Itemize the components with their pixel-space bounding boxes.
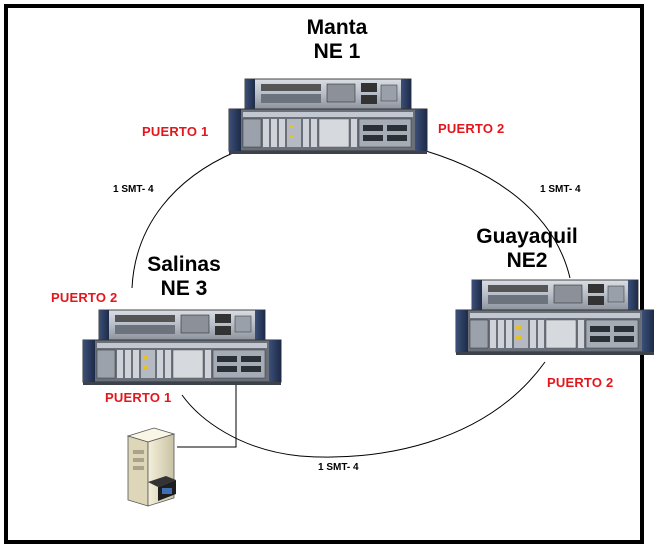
ne1-name: NE 1 (313, 40, 361, 63)
ne3-city: Salinas (147, 253, 221, 276)
ne3-name: NE 3 (160, 277, 208, 300)
link-ne1-ne2 (411, 146, 571, 279)
ne2-name: NE2 (506, 249, 548, 272)
network-element-rack-icon (82, 309, 282, 386)
link-ne1-ne3 (131, 151, 236, 289)
network-element-rack-icon (228, 78, 428, 155)
link-ne2-ne3 (181, 361, 546, 458)
ne3-port-top-label: PUERTO 2 (51, 290, 118, 305)
management-link (177, 384, 237, 448)
ne2-title: Guayaquil NE2 (467, 225, 587, 273)
ne2-city: Guayaquil (476, 225, 578, 248)
link-ne1-ne2-label: 1 SMT- 4 (540, 184, 581, 195)
ne1-city: Manta (306, 16, 368, 39)
computer-tower-icon (126, 427, 176, 507)
ne1-port-right-label: PUERTO 2 (438, 121, 505, 136)
ne1-port-left-label: PUERTO 1 (142, 124, 209, 139)
link-ne1-ne3-label: 1 SMT- 4 (113, 184, 154, 195)
ne2-port-label: PUERTO 2 (547, 375, 614, 390)
network-element-rack-icon (455, 279, 654, 356)
link-ne2-ne3-label: 1 SMT- 4 (318, 462, 359, 473)
ne3-port-bottom-label: PUERTO 1 (105, 390, 172, 405)
ne1-title: Manta NE 1 (287, 16, 387, 64)
ne3-title: Salinas NE 3 (128, 253, 240, 301)
